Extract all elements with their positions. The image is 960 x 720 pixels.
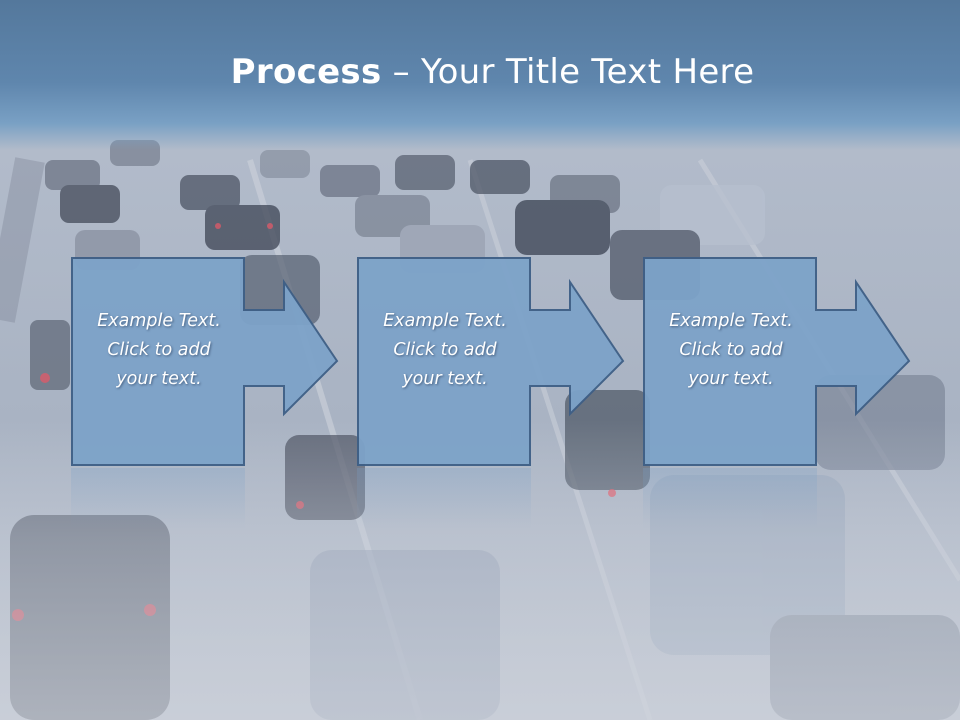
step-arrow-shape [71, 257, 339, 466]
slide-title[interactable]: Process – Your Title Text Here [0, 52, 960, 92]
step-reflection [643, 468, 817, 528]
process-step-3[interactable]: Example Text. Click to add your text. [643, 257, 915, 467]
title-band [0, 0, 960, 150]
step-arrow-shape [357, 257, 625, 466]
process-step-2[interactable]: Example Text. Click to add your text. [357, 257, 629, 467]
step-text[interactable]: Example Text. Click to add your text. [669, 311, 793, 389]
step-text[interactable]: Example Text. Click to add your text. [383, 311, 507, 389]
title-bold: Process [230, 52, 382, 92]
step-reflection [357, 468, 531, 528]
step-arrow-shape [643, 257, 911, 466]
step-text[interactable]: Example Text. Click to add your text. [97, 311, 221, 389]
step-reflection [71, 468, 245, 528]
process-step-1[interactable]: Example Text. Click to add your text. [71, 257, 343, 467]
title-rest: – Your Title Text Here [381, 52, 755, 92]
